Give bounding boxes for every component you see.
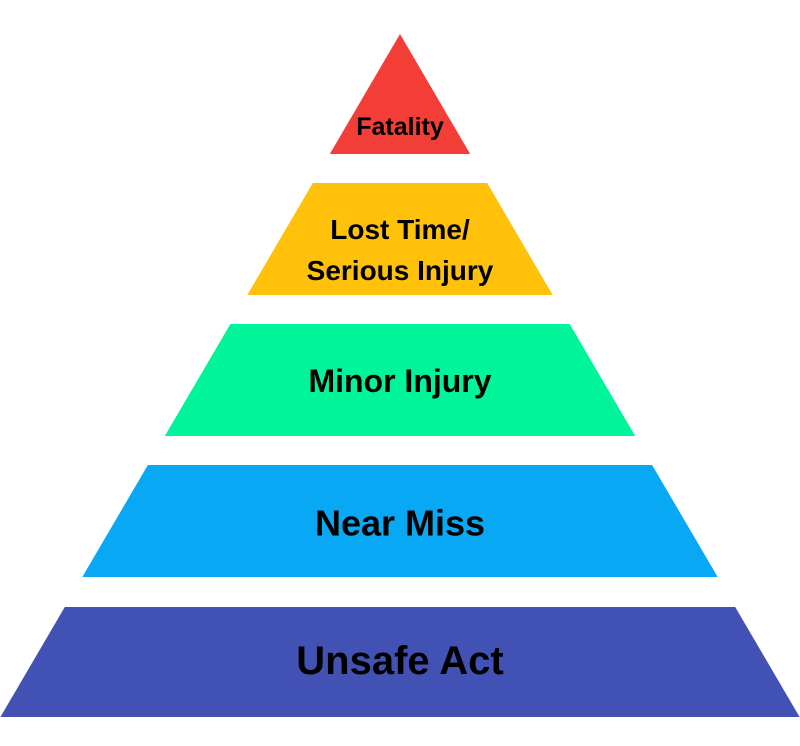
pyramid-level-unsafe-act-label-line-0: Unsafe Act	[296, 639, 503, 683]
pyramid-level-minor-injury-shape	[164, 324, 636, 436]
pyramid-level-near-miss-label: Near Miss	[315, 503, 485, 544]
pyramid-level-minor-injury-label: Minor Injury	[308, 363, 491, 399]
pyramid-level-lost-time-serious-injury-shape	[247, 183, 553, 295]
pyramid-level-fatality-label: Fatality	[356, 113, 444, 141]
pyramid-level-lost-time-serious-injury-label-line-0: Lost Time/	[330, 214, 470, 245]
pyramid-level-near-miss-shape	[82, 465, 718, 577]
pyramid-level-fatality-shape	[329, 34, 471, 154]
pyramid-level-lost-time-serious-injury-label-line-1: Serious Injury	[307, 255, 494, 286]
pyramid-level-unsafe-act-shape	[0, 607, 800, 717]
pyramid-level-minor-injury-label-line-0: Minor Injury	[308, 363, 491, 399]
pyramid-level-near-miss-label-line-0: Near Miss	[315, 503, 485, 544]
pyramid-level-unsafe-act-label: Unsafe Act	[296, 639, 503, 683]
pyramid-level-fatality-label-line-0: Fatality	[356, 113, 444, 141]
pyramid-level-lost-time-serious-injury-label: Lost Time/Serious Injury	[307, 214, 494, 286]
